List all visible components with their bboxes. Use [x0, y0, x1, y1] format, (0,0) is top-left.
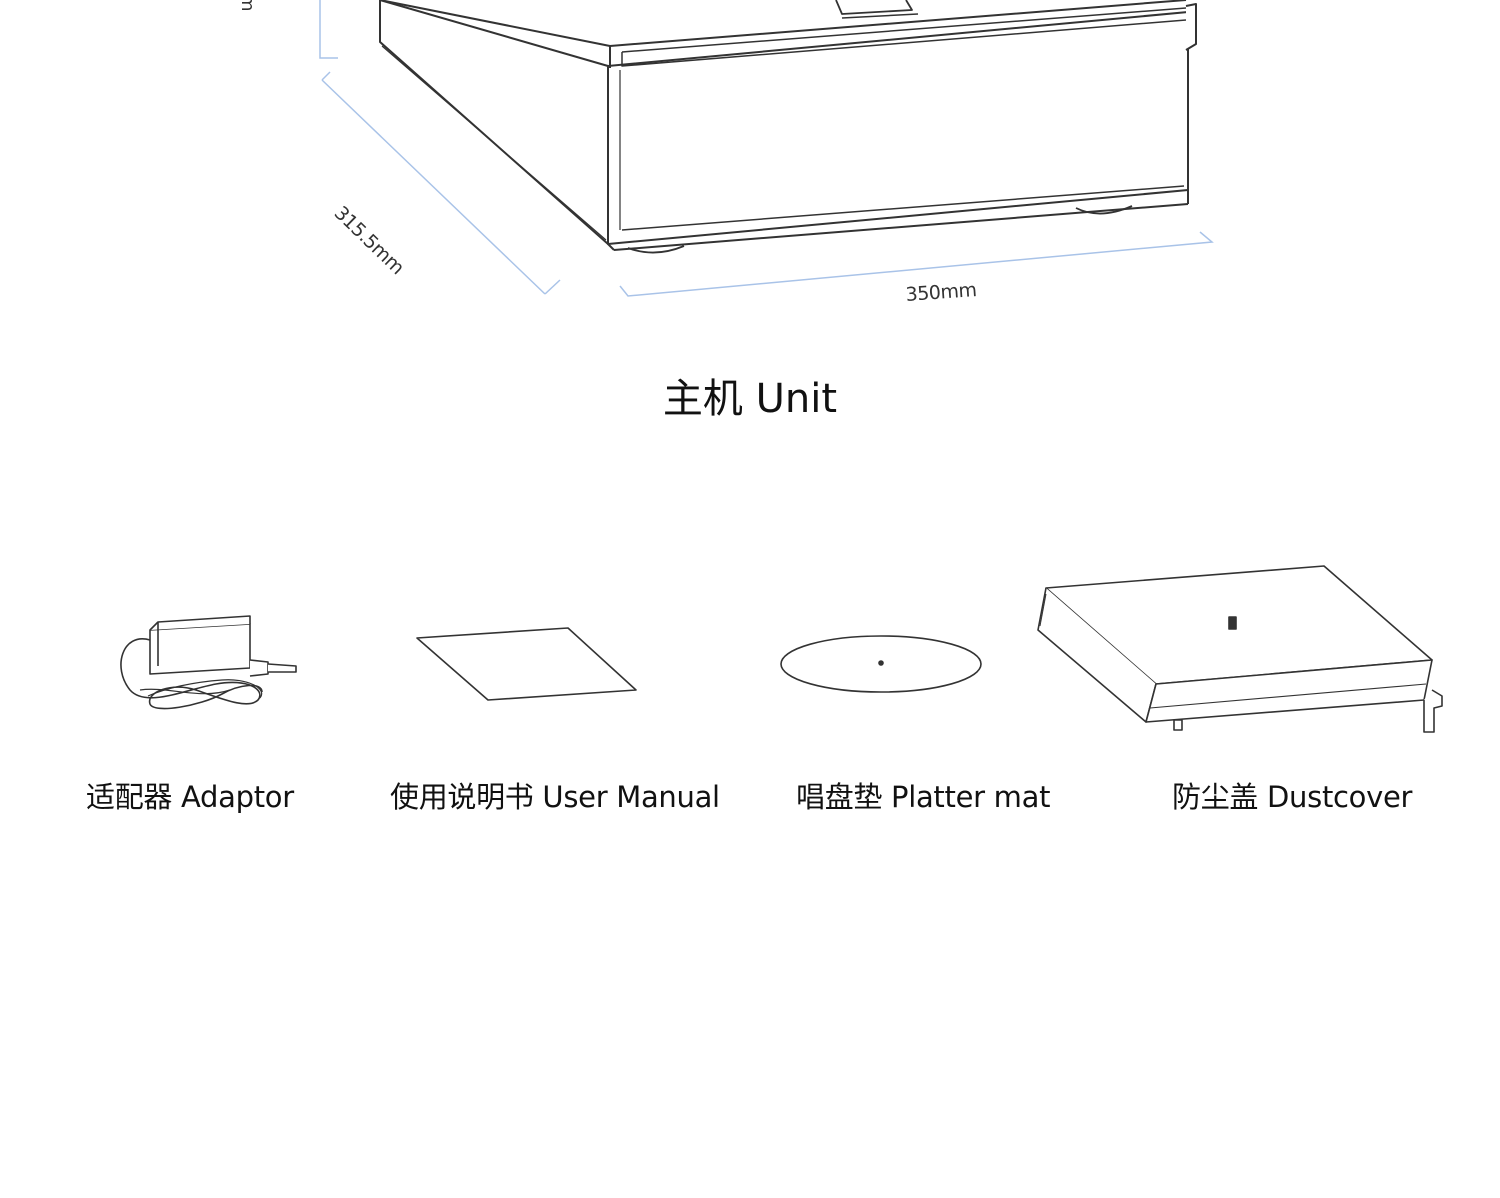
manual-sheet-icon	[416, 627, 637, 701]
accessory-label-adaptor: 适配器 Adaptor	[86, 780, 294, 814]
accessory-label-platter-mat: 唱盘垫 Platter mat	[796, 780, 1051, 814]
power-adaptor-icon	[120, 615, 297, 710]
dimension-lines	[319, 0, 1214, 297]
unit-title: 主机 Unit	[662, 376, 838, 422]
turntable-unit-drawing	[379, 0, 1197, 254]
accessory-label-user-manual: 使用说明书 User Manual	[390, 780, 720, 814]
accessory-label-dustcover: 防尘盖 Dustcover	[1172, 780, 1413, 814]
dustcover-icon	[1037, 565, 1443, 733]
platter-mat-icon	[780, 635, 982, 693]
height-dimension-label: m	[237, 0, 258, 12]
